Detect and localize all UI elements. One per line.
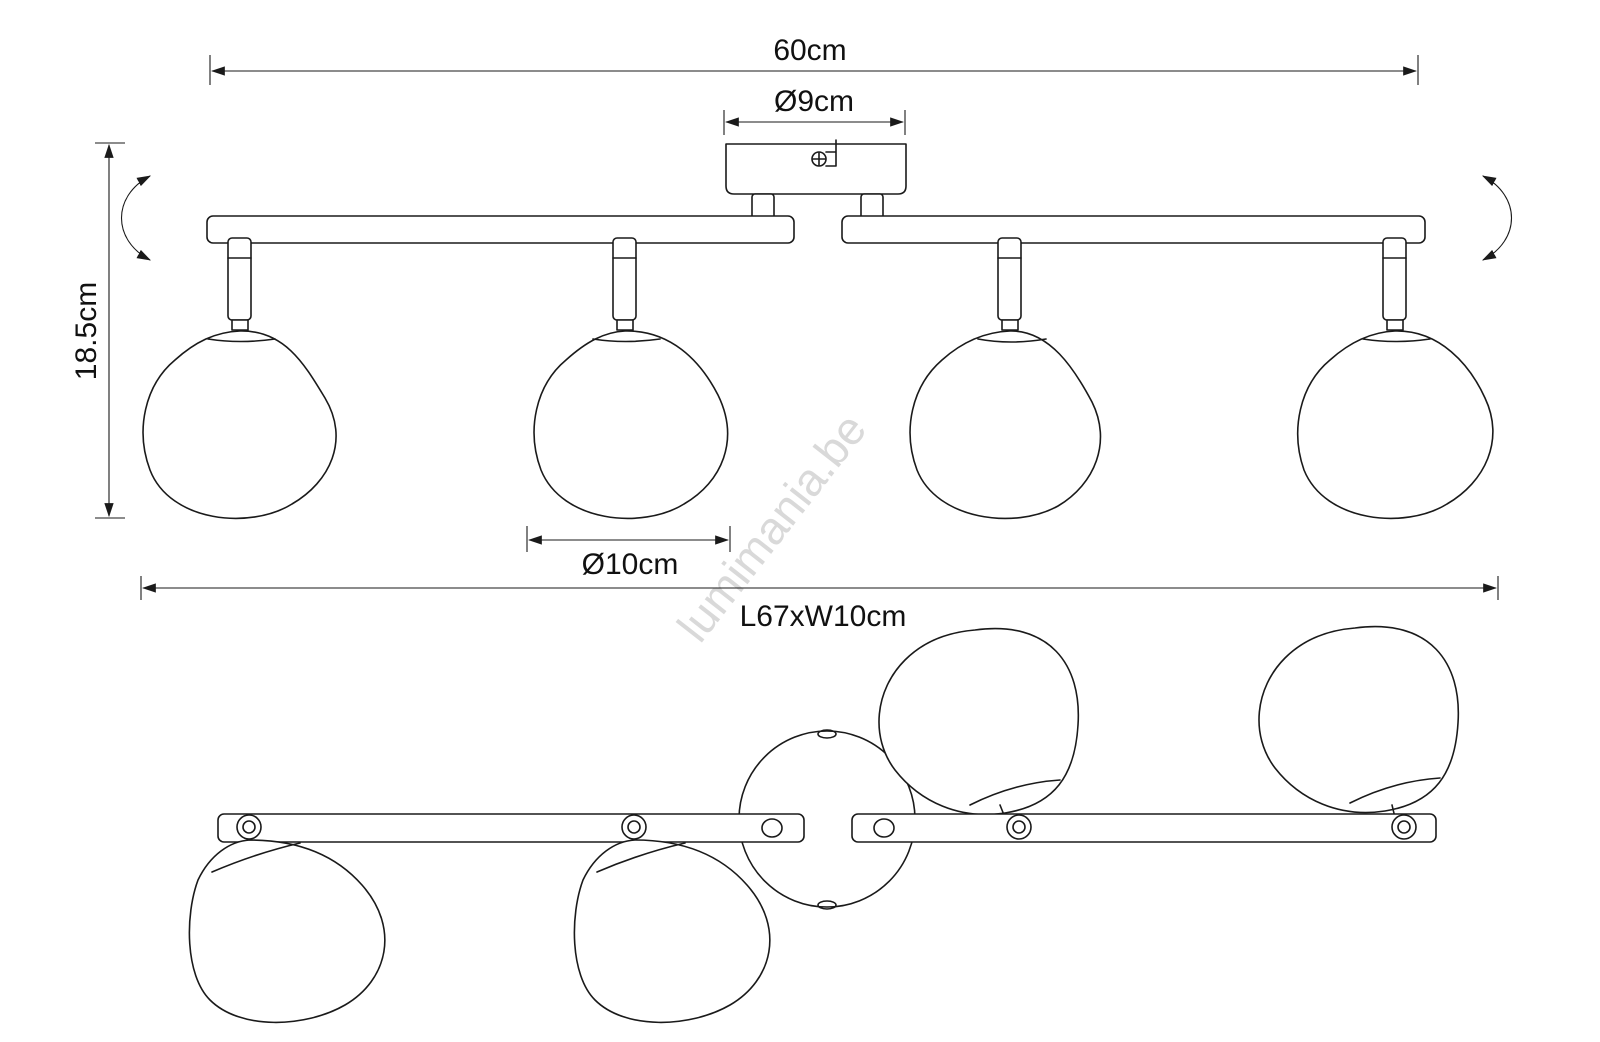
- dimension-height: 18.5cm: [70, 142, 125, 519]
- top-view: [188, 625, 1460, 1024]
- rotate-arrow-right-icon: [1481, 175, 1513, 261]
- lamp-front-3: [909, 237, 1102, 520]
- bar-right: [841, 215, 1426, 244]
- lamp-top-4: [1258, 625, 1460, 831]
- dimension-canopy-diameter: Ø9cm: [723, 85, 906, 135]
- dimension-overall-width: 60cm: [209, 34, 1419, 85]
- lamp-front-2: [533, 237, 729, 520]
- lamp-top-1: [188, 839, 386, 1024]
- bar-left: [206, 215, 795, 244]
- knuckles: [236, 814, 1417, 840]
- front-view: [142, 139, 1494, 520]
- bar-top-right: [851, 813, 1437, 843]
- shade-diameter-label: Ø10cm: [582, 548, 679, 581]
- height-label: 18.5cm: [70, 282, 103, 380]
- lamp-front-4: [1297, 237, 1494, 520]
- canopy: [725, 139, 907, 195]
- dimension-overall-size: L67xW10cm: [140, 576, 1499, 633]
- rotate-arrow-left-icon: [120, 175, 152, 261]
- overall-width-label: 60cm: [773, 34, 846, 67]
- overall-size-label: L67xW10cm: [740, 600, 907, 633]
- lamp-front-1: [142, 237, 337, 520]
- bar-top-left: [217, 813, 805, 843]
- dimension-shade-diameter: Ø10cm: [526, 526, 731, 581]
- lamp-top-3: [878, 627, 1080, 831]
- lamp-top-2: [573, 839, 771, 1024]
- canopy-diameter-label: Ø9cm: [774, 85, 854, 118]
